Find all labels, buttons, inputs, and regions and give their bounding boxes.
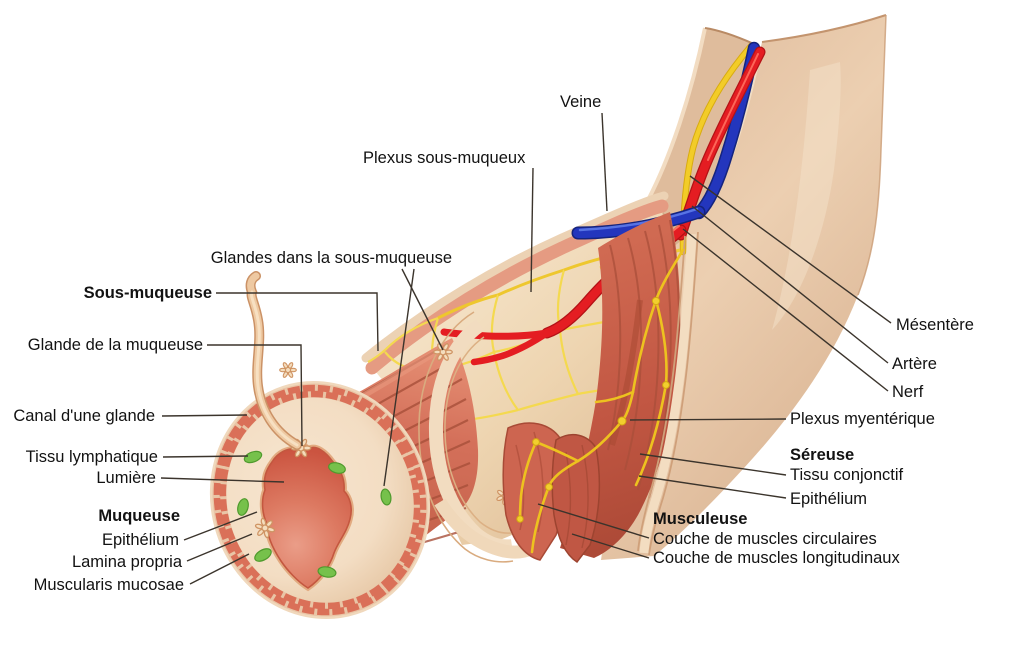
- leader-epithelium-droit: [638, 475, 787, 499]
- label-artere: Artère: [892, 355, 937, 373]
- lymph-nodules: [237, 450, 392, 578]
- face-contents: [237, 271, 392, 592]
- leader-couche-circulaires: [537, 503, 650, 539]
- leader-artere: [691, 205, 889, 364]
- leader-tissu-conjonctif: [639, 453, 787, 476]
- leader-glandes-2: [383, 268, 415, 487]
- label-glande-muqueuse: Glande de la muqueuse: [28, 336, 203, 354]
- leader-epithelium-gauche: [183, 511, 258, 541]
- label-lamina-propria: Lamina propria: [72, 553, 183, 571]
- leader-canal: [161, 414, 248, 417]
- label-plexus-sous-muqueux: Plexus sous-muqueux: [363, 149, 526, 167]
- leader-lamina-propria: [186, 533, 253, 562]
- myenteric-plexus: [516, 248, 685, 554]
- leader-couche-longitudinaux: [571, 533, 650, 559]
- leader-sous-muqueuse: [216, 292, 379, 352]
- submucosa-cut-ring: [418, 311, 533, 563]
- label-muscularis-mucosae: Muscularis mucosae: [34, 576, 184, 594]
- label-musculeuse: Musculeuse: [653, 510, 747, 528]
- leader-glande-muqueuse: [207, 344, 303, 447]
- label-couche-circulaires: Couche de muscles circulaires: [653, 530, 877, 548]
- label-muqueuse: Muqueuse: [98, 507, 180, 525]
- label-canal-glande: Canal d'une glande: [13, 407, 155, 425]
- label-sereuse: Séreuse: [790, 446, 854, 464]
- leader-tissu-lymphatique: [162, 455, 249, 458]
- label-nerf: Nerf: [892, 383, 924, 401]
- longitudinal-muscle-flap: [551, 433, 601, 564]
- leader-glandes-1: [401, 268, 444, 351]
- leader-lumiere: [160, 477, 285, 483]
- leader-mesentere: [689, 175, 892, 324]
- leader-plexus-sous-muqueux: [530, 167, 534, 293]
- label-lumiere: Lumière: [96, 469, 156, 487]
- label-epithelium-droit: Epithélium: [790, 490, 867, 508]
- leader-lines: [160, 112, 892, 585]
- label-glandes-sous-muqueuse: Glandes dans la sous-muqueuse: [211, 249, 452, 267]
- label-sous-muqueuse: Sous-muqueuse: [84, 284, 212, 302]
- label-couche-longitudinaux: Couche de muscles longitudinaux: [653, 549, 900, 567]
- leader-plexus-myenterique: [629, 418, 787, 421]
- labels: Veine Plexus sous-muqueux Glandes dans l…: [13, 93, 974, 594]
- gland-star: [279, 361, 297, 379]
- label-tissu-conjonctif: Tissu conjonctif: [790, 466, 904, 484]
- leader-veine: [601, 112, 608, 212]
- label-plexus-myenterique: Plexus myentérique: [790, 410, 935, 428]
- muscularis-section: [502, 212, 699, 564]
- label-mesentere: Mésentère: [896, 316, 974, 334]
- label-tissu-lymphatique: Tissu lymphatique: [26, 448, 158, 466]
- leader-muscularis-mucosae: [189, 553, 250, 585]
- label-epithelium-gauche: Epithélium: [102, 531, 179, 549]
- leader-nerf: [682, 228, 889, 392]
- gland-duct: [245, 271, 302, 450]
- label-veine: Veine: [560, 93, 601, 111]
